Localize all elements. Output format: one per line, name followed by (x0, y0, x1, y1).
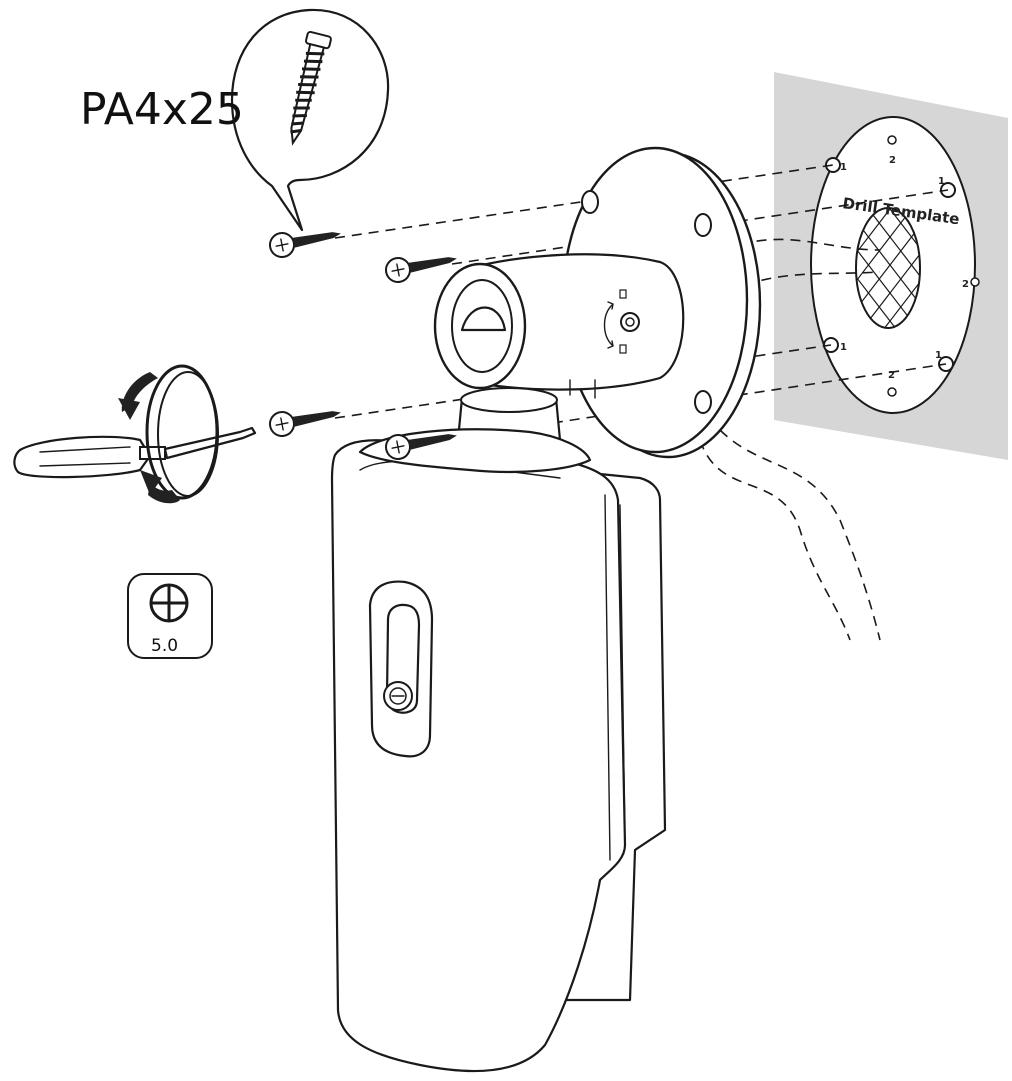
template-number: 1 (935, 350, 942, 361)
screwdriver-icon (13, 426, 257, 479)
screw-spec-label: PA4x25 (80, 84, 244, 135)
cable-path (699, 238, 881, 641)
phillips-bit-icon (127, 573, 213, 659)
screw (385, 434, 457, 460)
template-number: 2 (962, 279, 969, 290)
drill-template: Drill Template 1 2 1 2 1 2 1 (810, 116, 980, 414)
screw-callout-icon (230, 8, 390, 232)
screw (385, 257, 457, 283)
screwdriver-size-label: 5.0 (151, 636, 178, 656)
template-number: 2 (888, 370, 895, 381)
camera-housing (330, 428, 667, 1073)
bracket-arm (433, 253, 685, 399)
template-number: 1 (840, 162, 847, 173)
template-number: 1 (938, 176, 945, 187)
screw (269, 232, 341, 258)
template-number: 1 (840, 342, 847, 353)
screw (269, 411, 341, 437)
template-number: 2 (889, 155, 896, 166)
rotate-arrow-icon (118, 364, 219, 504)
